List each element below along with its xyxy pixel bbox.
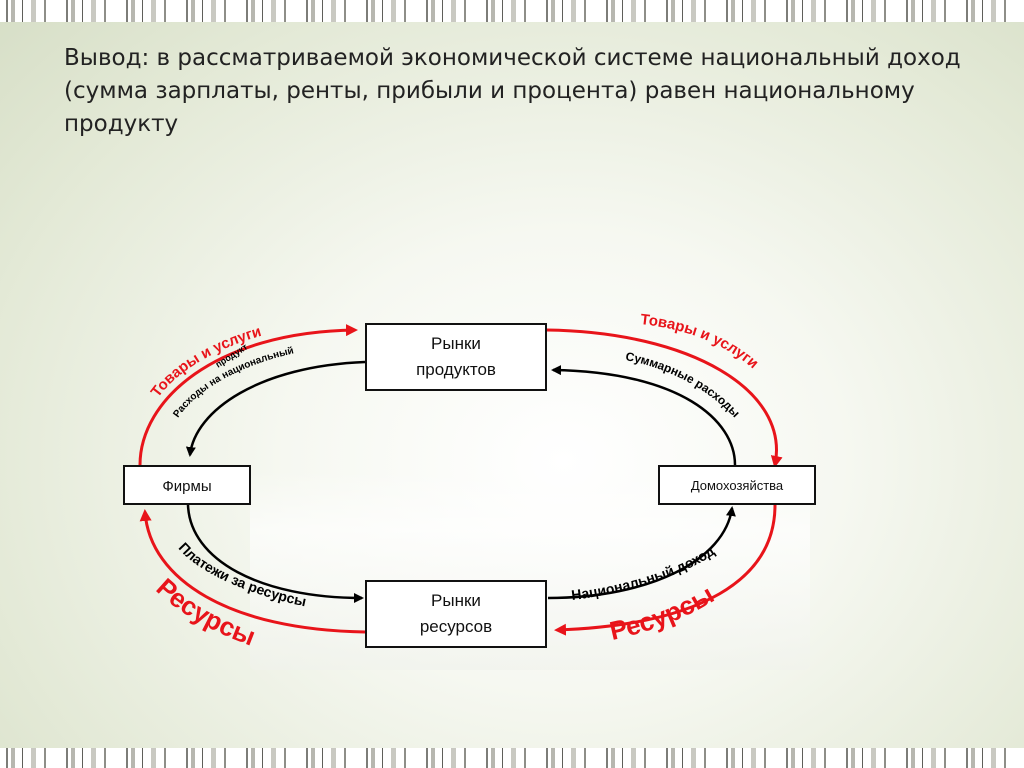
black-arc-top-right bbox=[551, 365, 737, 466]
firms-box: Фирмы bbox=[123, 465, 251, 505]
top-stripe-border bbox=[0, 0, 1024, 22]
black-arc-top-left bbox=[185, 360, 366, 457]
black-arc-bottom-left bbox=[186, 504, 364, 603]
households-box: Домохозяйства bbox=[658, 465, 816, 505]
resource-market-line1: Рынки bbox=[431, 591, 481, 610]
product-market-line2: продуктов bbox=[416, 360, 496, 379]
firms-label: Фирмы bbox=[162, 478, 211, 495]
red-arc-bottom-left bbox=[139, 509, 366, 634]
label-total-spending: Суммарные расходы bbox=[624, 349, 742, 420]
conclusion-text: Вывод: в рассматриваемой экономической с… bbox=[64, 45, 961, 137]
bottom-stripe-border bbox=[0, 748, 1024, 768]
red-arc-bottom-right bbox=[554, 504, 777, 636]
households-label: Домохозяйства bbox=[691, 478, 784, 493]
resource-market-box: Рынки ресурсов bbox=[365, 580, 547, 648]
label-total-spending-path: Суммарные расходы bbox=[624, 349, 742, 420]
black-arc-bottom-right bbox=[547, 506, 736, 600]
red-arc-top-left bbox=[138, 324, 358, 466]
product-market-line1: Рынки bbox=[431, 334, 481, 353]
product-market-box: Рынки продуктов bbox=[365, 323, 547, 391]
resource-market-line2: ресурсов bbox=[420, 617, 492, 636]
red-arc-top-right bbox=[546, 328, 783, 468]
